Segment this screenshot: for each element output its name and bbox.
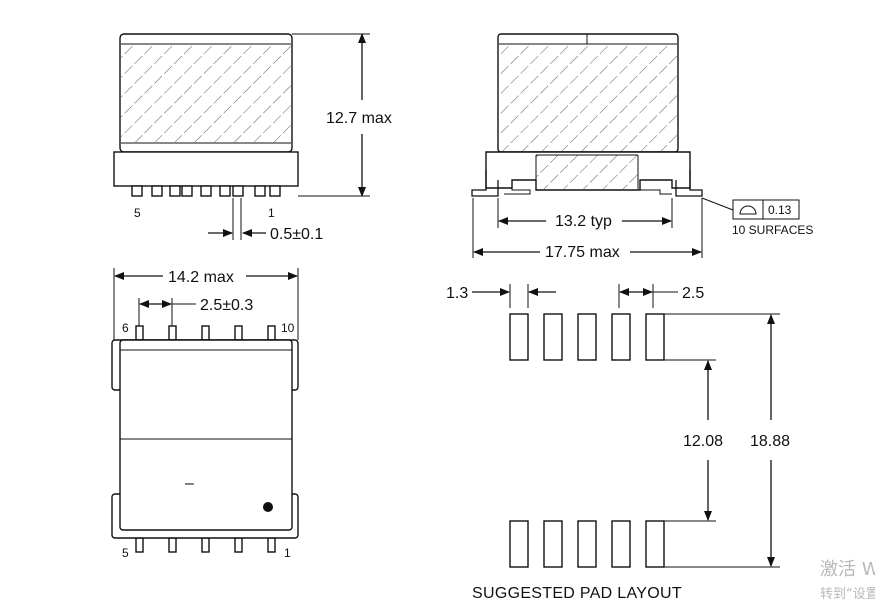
pad-pitch-label: 2.5 <box>682 285 704 302</box>
outer-pad-span-label: 18.88 <box>750 433 790 450</box>
front-view: 13.2 typ 17.75 max 0.13 10 SURFACES <box>471 33 813 261</box>
pad-layout: 1.3 2.5 12.08 18.88 SUGGESTED PAD LAYOUT <box>446 284 790 602</box>
pad <box>509 313 529 361</box>
height-dimension-label: 12.7 max <box>326 110 392 127</box>
top-view-pin <box>168 325 177 341</box>
pad <box>509 520 529 568</box>
top-pins-upper <box>135 325 276 341</box>
side-view: 12.7 max 5 1 0.5±0.1 <box>113 33 392 243</box>
top-view: 14.2 max 2.5±0.3 – 6 10 5 1 <box>111 268 299 560</box>
top-view-pin <box>135 325 144 341</box>
top-view-pin <box>267 325 276 341</box>
side-pins <box>131 185 281 197</box>
pin-label-6: 6 <box>122 321 129 335</box>
pin1-dot-icon <box>263 502 273 512</box>
pad <box>577 313 597 361</box>
pad <box>543 520 563 568</box>
pads-upper-row <box>509 313 665 361</box>
pads-lower-row <box>509 520 665 568</box>
pad <box>577 520 597 568</box>
pin-pitch-label: 2.5±0.3 <box>200 297 253 314</box>
flatness-note: 10 SURFACES <box>732 223 813 237</box>
top-view-pin <box>234 325 243 341</box>
center-mark: – <box>185 475 194 492</box>
body-width-label: 14.2 max <box>168 269 234 286</box>
pad <box>611 313 631 361</box>
pad <box>645 313 665 361</box>
pin-label-1: 1 <box>284 546 291 560</box>
top-view-pin <box>168 537 177 553</box>
top-pins-lower <box>135 537 276 553</box>
overall-span-label: 17.75 max <box>545 244 620 261</box>
watermark-line-1: 激活 W <box>820 559 875 580</box>
top-view-pin <box>135 537 144 553</box>
watermark-line-2: 转到“设置 <box>820 587 875 602</box>
top-view-pin <box>234 537 243 553</box>
pad-layout-caption: SUGGESTED PAD LAYOUT <box>472 585 682 602</box>
pad-width-label: 1.3 <box>446 285 468 302</box>
inner-span-label: 13.2 typ <box>555 213 612 230</box>
pad <box>645 520 665 568</box>
pin-label-10: 10 <box>281 321 295 335</box>
flatness-value-box <box>762 199 800 220</box>
top-view-pin <box>201 325 210 341</box>
side-pin-label-left: 5 <box>134 206 141 220</box>
top-core-body <box>119 339 293 531</box>
pin-width-label: 0.5±0.1 <box>270 226 323 243</box>
pin-label-5: 5 <box>122 546 129 560</box>
flatness-symbol-box <box>732 199 764 220</box>
side-pin-label-right: 1 <box>268 206 275 220</box>
pad <box>543 313 563 361</box>
top-view-pin <box>201 537 210 553</box>
flatness-icon <box>739 205 757 215</box>
top-view-pin <box>267 537 276 553</box>
pad <box>611 520 631 568</box>
side-base <box>113 151 299 187</box>
side-core-hatch <box>121 45 291 142</box>
flatness-value: 0.13 <box>768 203 792 217</box>
inner-pad-span-label: 12.08 <box>683 433 723 450</box>
